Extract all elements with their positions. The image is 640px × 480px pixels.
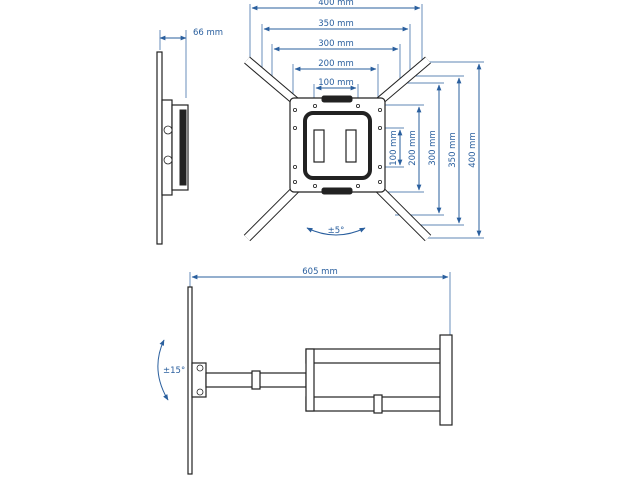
width-350-label: 350 mm [318,19,354,29]
tv-plate [187,286,193,475]
height-100-label: 100 mm [389,130,399,166]
front-view: 400 mm 350 mm 300 mm 200 mm 100 mm 100 m… [243,0,484,242]
rotation-arrow [306,227,366,236]
width-300-label: 300 mm [318,39,354,49]
height-350-label: 350 mm [448,132,458,168]
tilt-arrow [157,339,169,401]
width-200-label: 200 mm [318,59,354,69]
height-300-label: 300 mm [428,130,438,166]
rotation-label: ±5° [328,226,345,236]
extended-view: 605 mm ±15° [157,267,453,475]
tilt-label: ±15° [163,366,185,376]
mounting-arms [243,56,432,242]
extension-label: 605 mm [302,267,338,277]
height-400-label: 400 mm [468,132,478,168]
width-400-label: 400 mm [318,0,354,8]
tv-plate-side [156,51,163,245]
depth-label: 66 mm [193,28,223,38]
height-200-label: 200 mm [408,130,418,166]
width-100-label: 100 mm [318,78,354,88]
side-view: 66 mm [156,28,223,245]
wall-plate [439,334,453,426]
